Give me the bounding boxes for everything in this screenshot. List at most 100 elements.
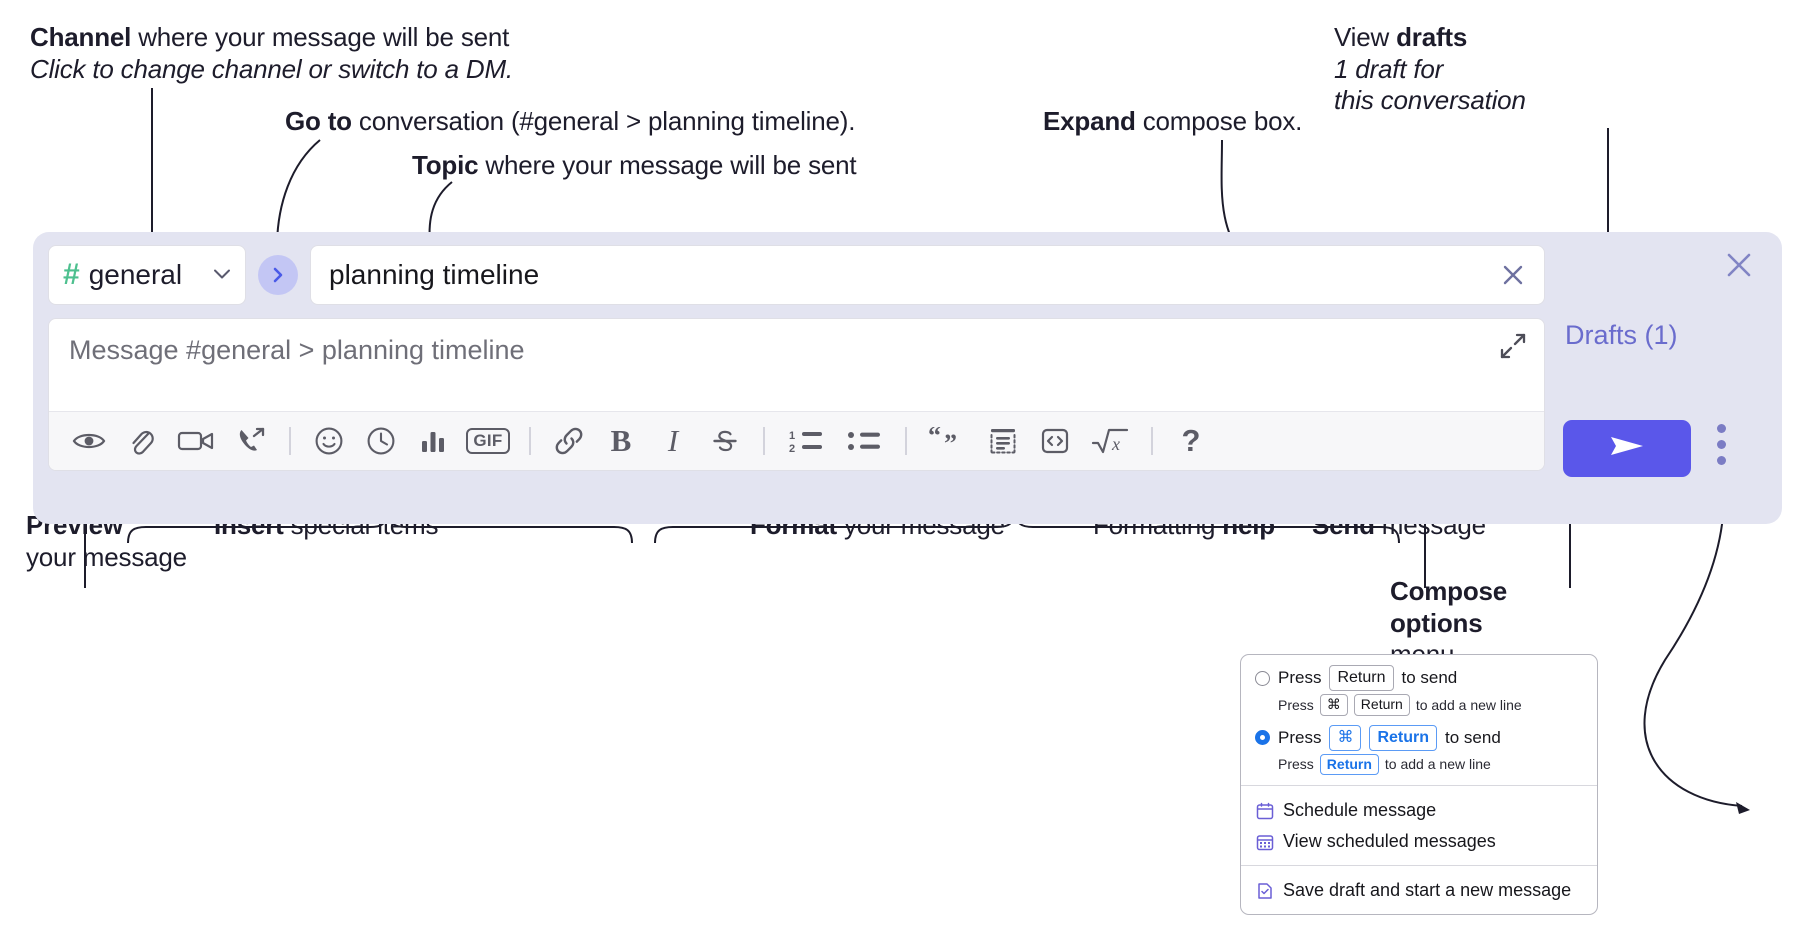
svg-text:2: 2 [789,443,795,454]
italic-label: I [667,423,679,458]
annotation-drafts-sub-2: this conversation [1334,85,1526,116]
close-icon[interactable] [1722,248,1756,287]
compose-right-rail: Drafts (1) [1545,232,1782,524]
strikethrough-icon[interactable] [699,419,751,463]
bulleted-list-icon[interactable] [835,419,893,463]
annotation-goto-strong: Go to [285,106,352,136]
help-icon[interactable]: ? [1165,419,1217,463]
topic-value: planning timeline [329,259,540,290]
annotation-goto-rest: conversation (#general > planning timeli… [351,106,856,136]
menu-item-view-scheduled[interactable]: View scheduled messages [1241,826,1597,857]
hash-icon: # [63,258,80,291]
annotation-compose-options-1: Compose [1390,576,1508,606]
bold-label: B [610,423,632,458]
key-command: ⌘ [1329,724,1362,751]
attachment-icon[interactable] [115,419,167,463]
radio-button[interactable] [1255,670,1270,686]
annotation-goto: Go to conversation (#general > planning … [285,106,855,138]
drafts-link[interactable]: Drafts (1) [1565,320,1678,350]
message-area: Message #general > planning timeline [48,318,1545,471]
blockquote-icon[interactable]: “ ” [919,419,977,463]
gif-icon[interactable]: GIF [459,419,517,463]
annotation-topic-rest: where your message will be sent [478,150,857,180]
key-return: Return [1369,724,1438,751]
option2-sub-press: Press [1278,756,1314,773]
annotation-expand-rest: compose box. [1135,106,1303,136]
key-return: Return [1329,665,1394,691]
menu-item-schedule-message[interactable]: Schedule message [1241,795,1597,826]
compose-header-row: # general planning timeline [48,245,1545,305]
send-option-cmd-return-sub: Press Return to add a new line [1241,752,1597,778]
poll-icon[interactable] [407,419,459,463]
message-input[interactable]: Message #general > planning timeline [49,319,1544,411]
expand-icon[interactable] [1498,331,1528,366]
kebab-dot [1717,440,1726,449]
link-icon[interactable] [543,419,595,463]
send-option-cmd-return[interactable]: Press ⌘ Return to send [1241,724,1597,752]
annotation-channel: Channel where your message will be sent … [30,22,513,85]
send-shortcut-options: Press Return to send Press ⌘ Return to a… [1241,655,1597,785]
send-icon [1604,430,1650,467]
menu-item-label: Schedule message [1283,800,1437,820]
message-placeholder: Message #general > planning timeline [69,335,525,365]
code-block-icon[interactable] [977,419,1029,463]
annotation-channel-strong: Channel [30,22,132,52]
annotation-drafts-sub-1: 1 draft for [1334,53,1444,84]
math-icon[interactable]: x [1081,419,1139,463]
code-icon[interactable] [1029,419,1081,463]
toolbar-separator [905,427,907,455]
option1-sub-tail: to add a new line [1415,696,1522,713]
annotation-preview-line2: your message [26,541,187,572]
annotation-compose-options-2: options [1390,607,1483,638]
annotation-drafts: View drafts 1 draft for this conversatio… [1334,22,1526,117]
preview-icon[interactable] [63,419,115,463]
save-draft-icon [1255,881,1274,900]
close-icon[interactable] [1498,260,1528,290]
option2-sub-tail: to add a new line [1384,756,1491,773]
channel-selector[interactable]: # general [48,245,246,305]
kebab-dot [1717,456,1726,465]
option1-tail: to send [1401,668,1458,687]
compose-main: # general planning timeline [48,245,1545,471]
compose-options-button[interactable] [1717,424,1726,465]
topic-input[interactable]: planning timeline [310,245,1545,305]
send-option-return[interactable]: Press Return to send [1241,664,1597,692]
compose-box: # general planning timeline [33,232,1782,524]
draft-section: Save draft and start a new message [1241,866,1597,914]
radio-button[interactable] [1255,730,1270,745]
toolbar-separator [1151,427,1153,455]
bold-icon[interactable]: B [595,419,647,463]
key-return: Return [1353,694,1410,716]
chevron-right-icon [270,265,286,285]
toolbar-separator [763,427,765,455]
toolbar-separator [289,427,291,455]
clock-icon[interactable] [355,419,407,463]
italic-icon[interactable]: I [647,419,699,463]
schedule-section: Schedule message View scheduled messages [1241,786,1597,865]
annotation-expand: Expand compose box. [1043,106,1302,138]
annotation-expand-strong: Expand [1043,106,1136,136]
send-button[interactable] [1563,420,1691,477]
annotation-topic: Topic where your message will be sent [412,150,857,182]
ordered-list-icon[interactable]: 1 2 [777,419,835,463]
call-icon[interactable] [225,419,277,463]
video-icon[interactable] [167,419,225,463]
compose-options-menu: Press Return to send Press ⌘ Return to a… [1240,654,1598,915]
goto-conversation-button[interactable] [258,255,298,295]
gif-label: GIF [466,428,510,454]
annotation-drafts-strong: drafts [1396,22,1468,52]
channel-name: general [88,259,183,290]
help-label: ? [1181,423,1201,458]
option1-sub-press: Press [1278,696,1314,713]
emoji-icon[interactable] [303,419,355,463]
annotation-topic-strong: Topic [412,150,479,180]
option2-press: Press [1278,727,1322,747]
key-return: Return [1319,753,1379,775]
svg-text:”: ” [944,429,957,455]
menu-divider [1241,865,1597,866]
formatting-toolbar: GIF B I [49,411,1544,470]
svg-text:“: “ [928,427,941,450]
send-option-return-sub: Press ⌘ Return to add a new line [1241,692,1597,718]
menu-item-save-draft[interactable]: Save draft and start a new message [1241,875,1597,906]
